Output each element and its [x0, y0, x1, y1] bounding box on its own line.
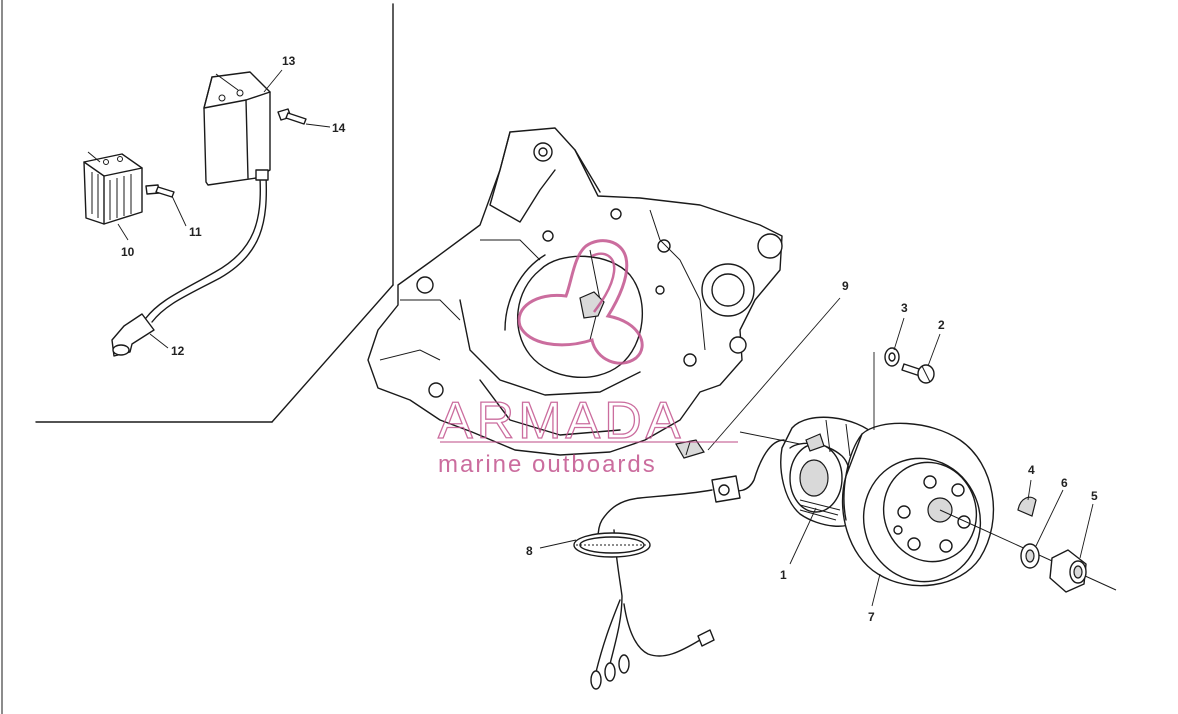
inset-frame — [1, 0, 394, 714]
callout-7: 7 — [868, 610, 875, 624]
regulator-bolt[interactable] — [145, 184, 175, 198]
callout-4: 4 — [1028, 463, 1035, 477]
callout-6: 6 — [1061, 476, 1068, 490]
crankcase — [367, 127, 783, 456]
callout-10: 10 — [121, 245, 135, 259]
woodruff-key[interactable] — [1017, 496, 1037, 517]
flywheel[interactable] — [841, 422, 997, 597]
callout-3: 3 — [901, 301, 908, 315]
callout-13: 13 — [282, 54, 296, 68]
cable-grommet[interactable] — [675, 439, 705, 459]
callout-5: 5 — [1091, 489, 1098, 503]
watermark: ARMADA marine outboards — [437, 239, 738, 478]
cdi-unit[interactable] — [203, 71, 271, 186]
pickup-ring[interactable] — [573, 532, 651, 558]
washer-3[interactable] — [884, 347, 900, 367]
voltage-regulator[interactable] — [83, 151, 143, 225]
callout-9: 9 — [842, 279, 849, 293]
callout-11: 11 — [189, 225, 202, 239]
callout-1: 1 — [780, 568, 787, 582]
flywheel-nut[interactable] — [1049, 549, 1087, 593]
callout-labels: 13 14 10 11 12 9 3 2 4 6 5 8 1 7 — [121, 54, 1098, 624]
cdi-bolt[interactable] — [277, 108, 307, 125]
screw-2[interactable] — [901, 363, 935, 384]
leader-lines — [117, 69, 1094, 607]
callout-8: 8 — [526, 544, 533, 558]
spring-washer[interactable] — [1020, 543, 1040, 569]
watermark-subtitle: marine outboards — [438, 451, 657, 478]
watermark-brand: ARMADA — [438, 392, 684, 450]
watermark-logo-mark — [517, 239, 644, 365]
callout-14: 14 — [332, 121, 346, 135]
callout-12: 12 — [171, 344, 185, 358]
ht-lead-and-plug-cap[interactable] — [111, 169, 269, 357]
callout-2: 2 — [938, 318, 945, 332]
